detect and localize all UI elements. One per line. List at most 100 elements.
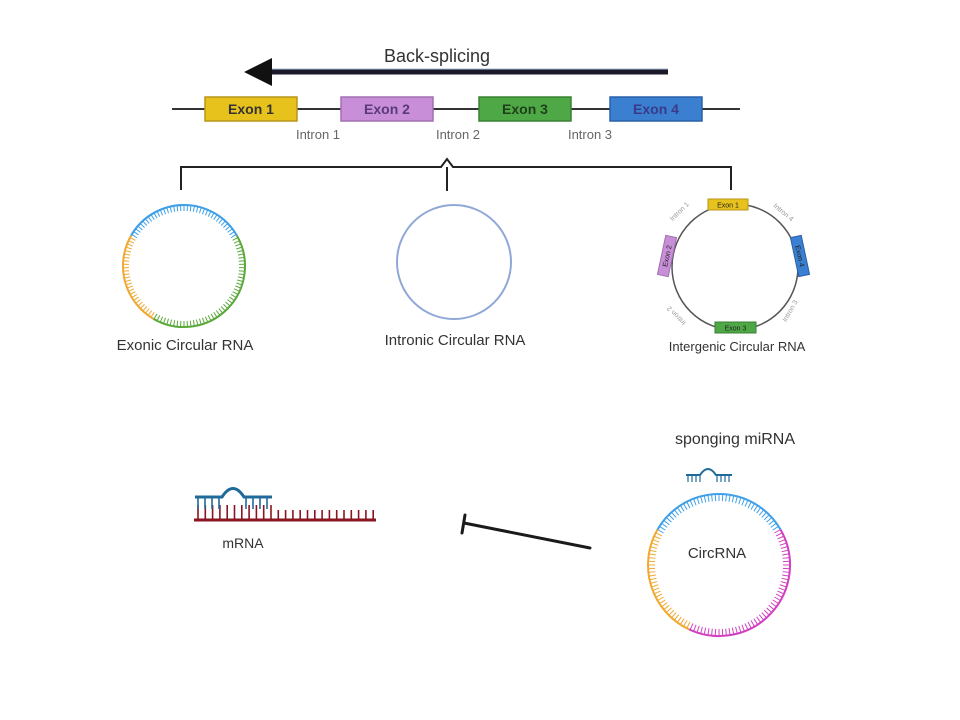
- ring-tick: [189, 205, 192, 212]
- ring-tick: [135, 299, 141, 304]
- ring-tick: [153, 313, 158, 320]
- exon-label: Exon 2: [364, 101, 410, 117]
- ring-tick: [738, 625, 742, 633]
- ring-arc: [718, 493, 782, 531]
- ring-tick: [173, 205, 176, 212]
- ring-tick: [655, 593, 663, 598]
- ring-tick: [176, 320, 179, 327]
- ring-tick: [679, 505, 685, 512]
- ring-tick: [676, 616, 682, 623]
- ring-tick: [761, 612, 767, 619]
- ring-tick: [237, 253, 244, 256]
- ring-tick: [144, 218, 150, 224]
- ring-tick: [225, 225, 231, 231]
- ring-tick: [725, 628, 727, 636]
- ring-tick: [753, 505, 759, 512]
- ring-tick: [650, 546, 658, 549]
- ring-tick: [213, 311, 218, 318]
- ring-tick: [728, 494, 731, 502]
- ring-tick: [741, 624, 745, 632]
- ring-tick: [227, 228, 233, 233]
- ring-tick: [665, 607, 672, 613]
- ring-tick: [137, 225, 143, 231]
- ring-arc: [656, 493, 720, 531]
- ring-tick: [768, 604, 775, 611]
- ring-tick: [215, 216, 221, 222]
- ring-tick: [147, 310, 153, 316]
- ring-tick: [679, 618, 685, 625]
- exonic-circular-rna-label: Exonic Circular RNA: [117, 337, 254, 354]
- ring-tick: [129, 291, 136, 295]
- ring-tick: [215, 310, 221, 316]
- ring-tick: [126, 243, 133, 247]
- svg-text:Exon 3: Exon 3: [725, 326, 747, 333]
- intron-label-2: Intron 2: [436, 127, 480, 142]
- ring-tick: [696, 497, 700, 505]
- ring-tick: [199, 318, 202, 325]
- ring-tick: [744, 623, 749, 631]
- ring-tick: [156, 315, 161, 321]
- ring-tick: [238, 256, 245, 259]
- ring-tick: [661, 602, 668, 608]
- ring-tick: [700, 626, 703, 634]
- ring-tick: [735, 626, 738, 634]
- ring-tick: [202, 317, 205, 324]
- ring-tick: [173, 320, 176, 327]
- ring-tick: [744, 499, 749, 507]
- ring-tick: [763, 514, 770, 521]
- ring-tick: [703, 495, 707, 503]
- ring-tick: [747, 501, 752, 509]
- ring-tick: [673, 614, 680, 621]
- ring-tick: [128, 240, 135, 244]
- ring-tick: [144, 308, 150, 314]
- inhibition-arrow: [460, 513, 592, 550]
- ring-tick: [163, 317, 166, 324]
- ring-tick: [223, 223, 229, 229]
- ring-intron-2: Intron 2: [666, 304, 688, 326]
- ring-tick: [124, 250, 131, 253]
- ring-tick: [126, 285, 133, 289]
- ring-tick: [728, 628, 731, 636]
- ring-tick: [202, 208, 205, 215]
- ring-tick: [648, 571, 656, 573]
- svg-text:Exon 1: Exon 1: [717, 203, 739, 210]
- ring-tick: [204, 316, 209, 323]
- intron-label-1: Intron 1: [296, 127, 340, 142]
- ring-tick: [237, 276, 244, 279]
- ring-tick: [123, 260, 130, 262]
- ring-tick: [232, 291, 239, 295]
- ring-tick: [207, 315, 212, 321]
- ring-tick: [137, 301, 143, 307]
- ring-tick: [125, 246, 132, 250]
- ring-tick: [156, 211, 161, 217]
- ring-tick: [233, 240, 240, 244]
- ring-tick: [233, 288, 240, 292]
- exon-3: Exon 3: [478, 96, 572, 122]
- intergenic-circular-rna-label: Intergenic Circular RNA: [669, 339, 806, 354]
- intronic-circular-rna: [396, 204, 512, 320]
- ring-tick: [220, 220, 226, 226]
- ring-tick: [235, 243, 242, 247]
- ring-tick: [192, 205, 195, 212]
- ring-tick: [150, 311, 155, 318]
- ring-tick: [229, 296, 235, 301]
- ring-tick: [123, 273, 130, 276]
- ring-tick: [210, 212, 215, 219]
- ring-tick: [703, 627, 707, 635]
- ring-tick: [236, 282, 243, 286]
- ring-tick: [772, 599, 779, 605]
- ring-tick: [147, 216, 153, 222]
- ring-tick: [129, 237, 136, 241]
- ring-tick: [131, 293, 138, 298]
- ring-tick: [686, 621, 691, 629]
- ring-tick: [159, 316, 164, 323]
- ring-intron-4: Intron 4: [772, 203, 795, 224]
- ring-tick: [663, 604, 670, 611]
- exon-label: Exon 1: [228, 101, 274, 117]
- ring-tick: [781, 577, 789, 581]
- ring-tick: [772, 525, 779, 531]
- ring-tick: [657, 596, 664, 601]
- ring-tick: [125, 282, 132, 286]
- ring-tick: [199, 207, 202, 214]
